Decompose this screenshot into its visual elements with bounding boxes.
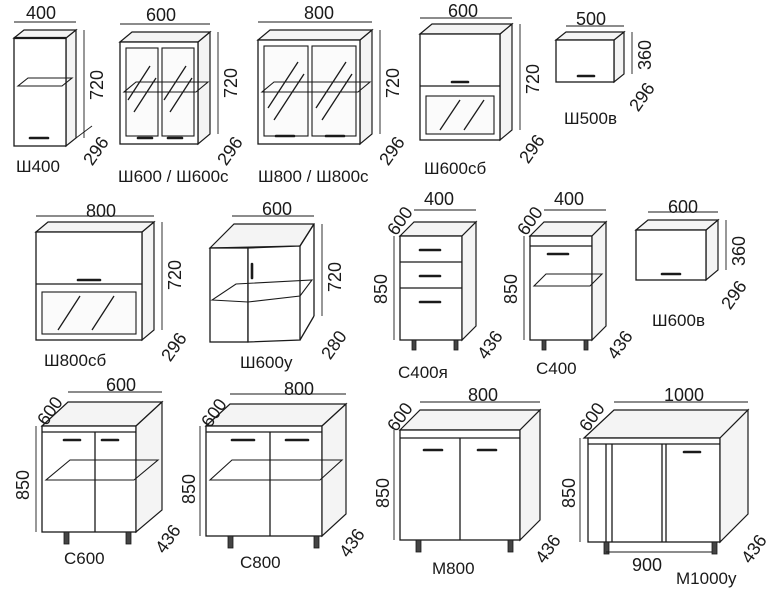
- s400ya-width: 400: [424, 189, 455, 209]
- sh400-width: 400: [26, 3, 57, 23]
- m1000u-height: 850: [559, 477, 579, 508]
- cabinet-m800-drawing: [393, 401, 542, 553]
- sh600sb-width: 600: [448, 1, 479, 21]
- sh400-height: 720: [87, 69, 107, 100]
- cabinet-sh800-drawing: [256, 21, 381, 146]
- sh800-label: Ш800 / Ш800с: [258, 167, 369, 186]
- cabinet-sh600-drawing: [118, 23, 219, 146]
- s600-width: 600: [106, 375, 137, 395]
- m1000u-inner-width: 900: [632, 555, 663, 575]
- s800-width: 800: [284, 379, 315, 399]
- m800-label: М800: [432, 559, 475, 578]
- cabinet-sh600sb-drawing: [418, 17, 521, 142]
- s400-height: 850: [501, 273, 521, 304]
- sh600-label: Ш600 / Ш600с: [118, 167, 229, 186]
- sh600-height: 720: [221, 67, 241, 98]
- m1000u-label: М1000у: [676, 569, 737, 588]
- sh500v-label: Ш500в: [564, 109, 617, 128]
- s600-height: 850: [13, 469, 33, 500]
- s400-label: С400: [536, 359, 577, 378]
- sh600u-label: Ш600у: [240, 353, 293, 372]
- cabinet-sh600v-drawing: [634, 211, 727, 282]
- m800-width: 800: [468, 385, 499, 405]
- s400-width: 400: [554, 189, 585, 209]
- sh600sb-height: 720: [523, 63, 543, 94]
- sh800-height: 720: [383, 67, 403, 98]
- s800-label: С800: [240, 553, 281, 572]
- sh600v-label: Ш600в: [652, 311, 705, 330]
- sh600-width: 600: [146, 5, 177, 25]
- cabinet-s600-drawing: [35, 391, 164, 545]
- cabinet-s400ya-drawing: [393, 209, 478, 351]
- cabinet-s800-drawing: [199, 393, 348, 549]
- sh400-label: Ш400: [16, 157, 60, 176]
- sh800sb-label: Ш800сб: [44, 351, 107, 370]
- sh600v-height: 360: [729, 235, 749, 266]
- sh500v-width: 500: [576, 9, 607, 29]
- cabinet-s400-drawing: [523, 209, 608, 351]
- sh800sb-width: 800: [86, 201, 117, 221]
- cabinet-sh500v-drawing: [554, 25, 633, 84]
- sh600u-height: 720: [325, 261, 345, 292]
- sh500v-height: 360: [635, 39, 655, 70]
- s400ya-height: 850: [371, 273, 391, 304]
- cabinet-m1000u-drawing: [579, 401, 750, 555]
- sh800-width: 800: [304, 3, 335, 23]
- sh600v-width: 600: [668, 197, 699, 217]
- sh600sb-label: Ш600сб: [424, 159, 487, 178]
- s600-label: С600: [64, 549, 105, 568]
- sh600u-width: 600: [262, 199, 293, 219]
- m1000u-width: 1000: [664, 385, 705, 405]
- cabinet-sh600u-drawing: [208, 215, 323, 343]
- s400ya-label: С400я: [398, 363, 448, 382]
- cabinet-sh800sb-drawing: [34, 215, 163, 342]
- sh800sb-height: 720: [165, 259, 185, 290]
- m800-height: 850: [373, 477, 393, 508]
- cabinet-sh400-drawing: [12, 21, 93, 148]
- s800-height: 850: [179, 473, 199, 504]
